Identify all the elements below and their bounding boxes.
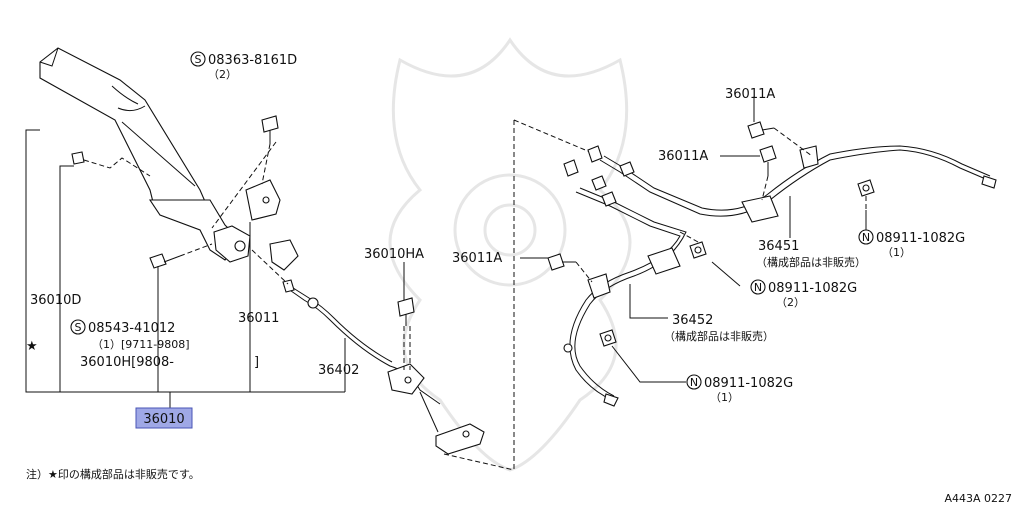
- selected-part-36010[interactable]: 36010: [135, 407, 193, 429]
- part-number-36010h[interactable]: 36010H[9808-: [80, 355, 174, 370]
- diagram-code: A443A 0227: [944, 492, 1012, 505]
- part-number-08911: 08911-1082G: [876, 231, 965, 246]
- selection-highlight: [135, 407, 193, 429]
- part-number-08911: 08911-1082G: [704, 376, 793, 391]
- quantity: （2）: [776, 296, 805, 309]
- bracket-close: ]: [254, 355, 259, 370]
- bolt-08363[interactable]: [261, 115, 279, 144]
- n-prefix: N: [754, 281, 762, 294]
- watermark-emblem: [388, 37, 632, 472]
- bolt-08543[interactable]: [149, 253, 181, 269]
- s-prefix: S: [75, 321, 82, 334]
- part-number-36451[interactable]: 36451: [758, 239, 799, 254]
- dash-leader: [179, 243, 213, 257]
- bolt-36011a-left[interactable]: [547, 253, 576, 271]
- part-number-36010ha[interactable]: 36010HA: [364, 247, 424, 262]
- bolt-36011a-mid[interactable]: [759, 145, 777, 176]
- cable-36451[interactable]: [599, 145, 997, 223]
- dash-leader: [211, 141, 277, 229]
- dash-leader: [761, 175, 769, 201]
- hand-brake-lever[interactable]: [39, 47, 251, 263]
- dash-leader: [575, 261, 593, 283]
- dash-leader: [773, 127, 813, 157]
- quantity: （1）: [710, 391, 739, 404]
- part-number-08543: 08543-41012: [88, 321, 175, 336]
- star-mark: ★: [26, 339, 38, 354]
- nut-right[interactable]: [857, 179, 875, 197]
- nut-mid[interactable]: [689, 241, 707, 259]
- equalizer-bracket[interactable]: [419, 391, 485, 455]
- label-s-08543[interactable]: S 08543-41012 （1）[9711-9808]: [70, 319, 190, 351]
- divider-dash: [443, 453, 515, 471]
- label-s-08363[interactable]: S 08363-8161D （2）: [190, 51, 297, 81]
- part-number-08911: 08911-1082G: [768, 281, 857, 296]
- part-number-36010d[interactable]: 36010D: [30, 293, 81, 308]
- bolt-36010ha[interactable]: [397, 297, 415, 326]
- part-number-36011[interactable]: 36011: [238, 311, 279, 326]
- n-prefix: N: [690, 376, 698, 389]
- n-prefix: N: [862, 231, 870, 244]
- cable-ends: [563, 145, 635, 207]
- bolt-36011a-top[interactable]: [747, 121, 775, 139]
- quantity: （1）[9711-9808]: [92, 338, 190, 351]
- quantity: （2）: [208, 68, 237, 81]
- label-n-right[interactable]: N 08911-1082G （1）: [858, 229, 965, 259]
- nut-bottom[interactable]: [599, 329, 617, 347]
- part-number-36402[interactable]: 36402: [318, 363, 359, 378]
- left-leader-lines: [25, 129, 346, 408]
- not-sold-note: （構成部品は非販売）: [756, 255, 866, 269]
- nut-36010d[interactable]: [71, 151, 85, 165]
- dash-leader: [261, 143, 271, 185]
- s-prefix: S: [195, 53, 202, 66]
- cable-36452[interactable]: [563, 187, 687, 407]
- divider-dash: [513, 119, 591, 153]
- part-number-36452[interactable]: 36452: [672, 313, 713, 328]
- part-number-36011a-mid[interactable]: 36011A: [658, 149, 708, 164]
- footnote: 注）★印の構成部品は非販売です。: [26, 467, 200, 481]
- dash-leader: [83, 157, 151, 177]
- part-number-08363: 08363-8161D: [208, 53, 297, 68]
- label-n-bottom[interactable]: N 08911-1082G （1）: [686, 374, 793, 404]
- lever-bracket[interactable]: [245, 179, 299, 271]
- part-number-36010: 36010: [143, 412, 184, 427]
- label-n-mid[interactable]: N 08911-1082G （2）: [750, 279, 857, 309]
- cable-guide-plate[interactable]: [387, 363, 425, 395]
- dash-leader: [251, 249, 289, 285]
- part-number-36011a-top[interactable]: 36011A: [725, 87, 775, 102]
- part-number-36011a-left[interactable]: 36011A: [452, 251, 502, 266]
- not-sold-note: （構成部品は非販売）: [664, 329, 774, 343]
- dash-leader: [679, 231, 699, 243]
- right-leader-lines: [520, 96, 867, 383]
- quantity: （1）: [882, 246, 911, 259]
